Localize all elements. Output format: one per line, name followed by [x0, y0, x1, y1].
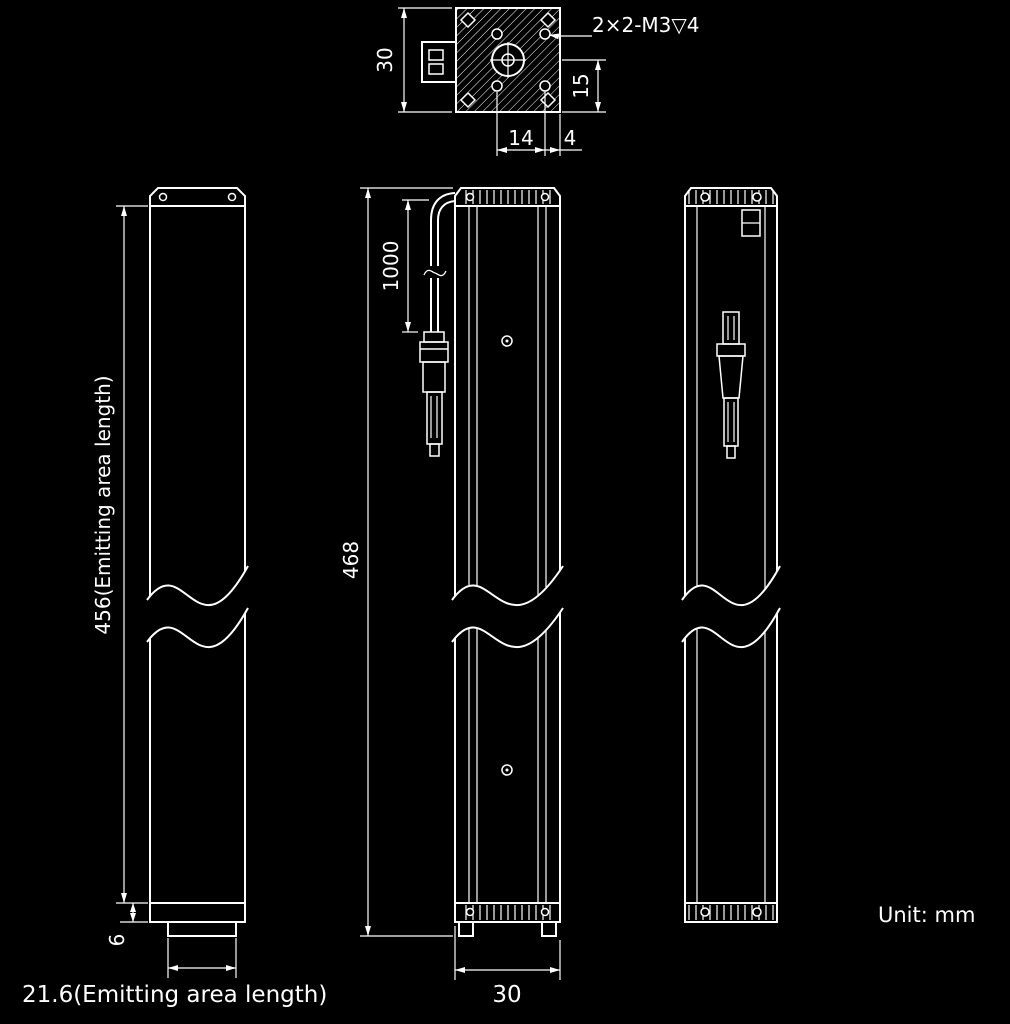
top-screw	[158, 192, 168, 202]
end-cap-protrusion	[167, 921, 237, 937]
top-view	[421, 7, 561, 113]
top-screw	[540, 192, 550, 202]
dim-4: 4	[564, 126, 577, 150]
top-view-bracket	[421, 41, 457, 83]
cable-connector	[419, 331, 449, 457]
break-line	[681, 607, 781, 648]
cable	[430, 192, 456, 332]
top-screw	[700, 192, 710, 202]
front-view	[146, 187, 249, 937]
corner-screw-icon	[459, 11, 477, 29]
bottom-screw	[700, 907, 710, 917]
side-hole	[501, 764, 513, 776]
cable-break-icon	[423, 269, 447, 277]
top-screw	[752, 192, 762, 202]
unit-label: Unit: mm	[878, 903, 975, 927]
m3-hole	[491, 28, 503, 40]
bottom-screw	[465, 907, 475, 917]
thread-callout: 2×2-M3▽4	[592, 13, 700, 37]
side-view-dimensions	[360, 187, 561, 980]
side-view-connector	[681, 187, 781, 923]
corner-screw-icon	[539, 11, 557, 29]
dim-6: 6	[105, 934, 129, 947]
cable	[437, 200, 456, 332]
break-line	[451, 607, 564, 649]
dim-14: 14	[508, 126, 533, 150]
m3-hole	[539, 80, 551, 92]
top-cap-ribs	[465, 190, 551, 204]
bottom-cap-ribs	[465, 905, 551, 920]
break-line	[451, 565, 564, 607]
top-view-dimensions	[398, 7, 606, 156]
dim-1000-cable: 1000	[379, 241, 403, 292]
corner-screw-icon	[459, 91, 477, 109]
dim-456-emitting-length: 456(Emitting area length)	[91, 375, 115, 634]
bottom-screw	[540, 907, 550, 917]
break-line	[146, 607, 249, 648]
dim-15: 15	[569, 73, 593, 98]
break-line	[146, 565, 249, 606]
side-view-cable	[419, 187, 564, 937]
dim-30-top: 30	[373, 47, 397, 72]
break-line	[681, 565, 781, 606]
dim-21-6-emitting-width: 21.6(Emitting area length)	[22, 982, 327, 1008]
side-hole	[501, 335, 513, 347]
top-screw	[227, 192, 237, 202]
front-view-dimensions	[116, 205, 237, 978]
bottom-screw	[752, 907, 762, 917]
top-screw	[465, 192, 475, 202]
connector-side	[716, 311, 746, 459]
dim-30-width: 30	[492, 982, 521, 1008]
m3-hole	[491, 80, 503, 92]
m3-hole	[539, 28, 551, 40]
dim-468-overall: 468	[339, 541, 363, 579]
